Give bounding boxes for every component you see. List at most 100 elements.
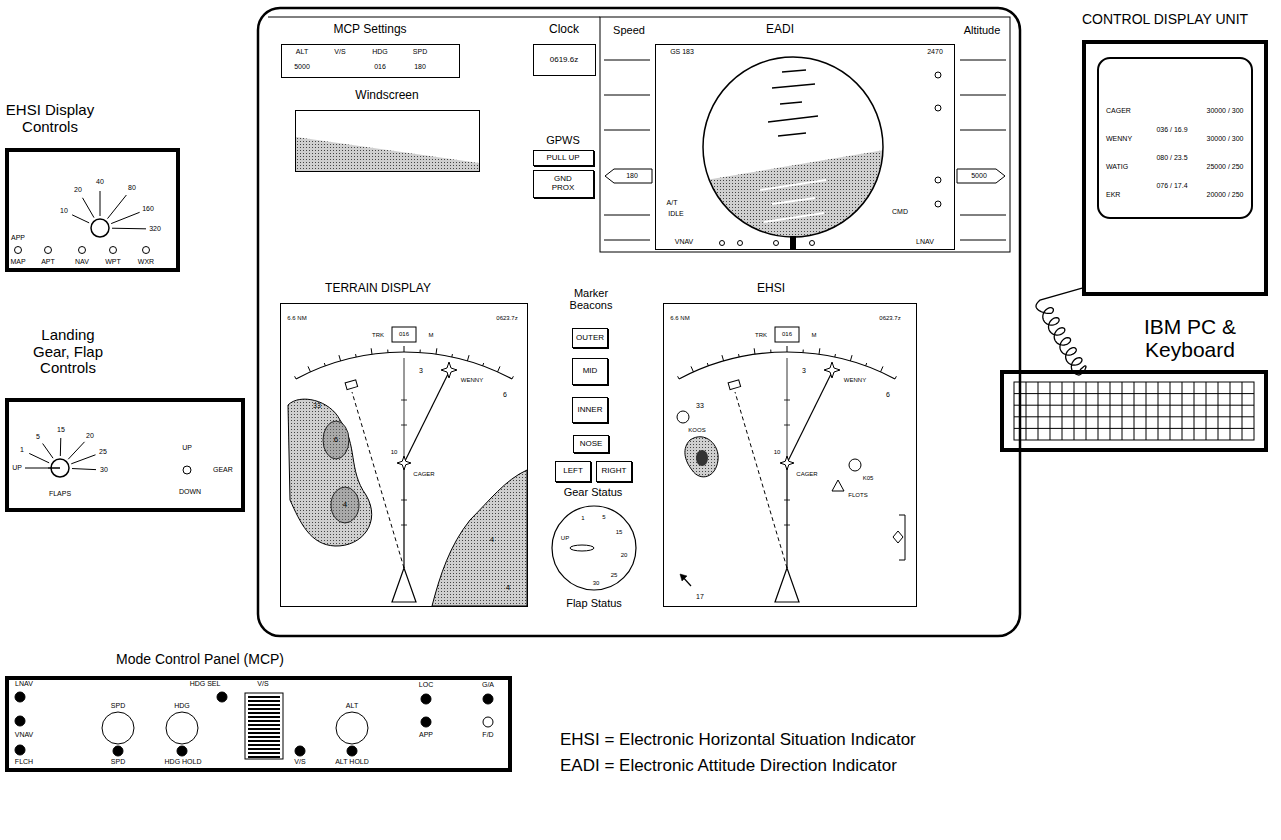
pitch-line: [782, 70, 806, 72]
localizer-dot: [738, 241, 743, 246]
instrument-label: 160: [142, 205, 154, 213]
instrument-label: ALT: [346, 702, 358, 710]
box-heading: Clock: [549, 23, 579, 36]
instrument-label: F/D: [482, 731, 493, 739]
display-panel: [258, 8, 1020, 636]
instrument-label: CAGER: [413, 471, 434, 478]
compass-tick: [738, 354, 740, 357]
instrument-label: GEAR: [213, 466, 233, 474]
key-column: [1038, 382, 1039, 440]
instrument-label: WXR: [138, 258, 154, 266]
localizer-dot: [810, 241, 815, 246]
instrument-label: 20000 / 250: [1207, 191, 1244, 199]
knob-spoke: [71, 455, 95, 464]
instrument-label: 4: [506, 584, 510, 593]
instrument-label: 10: [391, 449, 398, 456]
instrument-label: FLAPS: [49, 490, 71, 498]
instrument-label: FLCH: [15, 758, 33, 766]
key-column: [1242, 382, 1243, 440]
warning-button: GND PROX: [533, 170, 594, 198]
instrument-label: TRK: [755, 332, 767, 339]
instrument-label: 5: [36, 433, 40, 441]
control-panel: Landing Gear, Flap Controls: [5, 398, 245, 512]
key-column: [1026, 382, 1027, 440]
cable: [1036, 288, 1086, 375]
altitude-tape-tick: [960, 60, 1006, 61]
vs-wheel-ridge: [248, 696, 280, 698]
compass-tick: [881, 366, 883, 371]
clock-box: Clock0619.6z: [533, 44, 596, 76]
instrument-label: V/S: [334, 48, 345, 56]
instrument-label: GS 183: [670, 48, 694, 56]
knob-spoke: [111, 212, 139, 223]
vs-wheel-ridge: [248, 736, 280, 738]
knob-spoke: [68, 442, 84, 459]
instrument-label: APP: [11, 234, 25, 242]
caption-label: EADI = Electronic Attitude Direction Ind…: [560, 757, 897, 776]
knob-spoke: [112, 228, 146, 230]
windscreen-box: Windscreen: [295, 110, 480, 172]
key-column: [1134, 382, 1135, 440]
range-tick: [401, 425, 407, 426]
compass-tick: [754, 348, 756, 354]
indicator-light: [113, 746, 123, 756]
box-text: GND PROX: [548, 175, 578, 193]
instrument-label: 1: [20, 446, 24, 454]
compass-tick: [371, 348, 373, 354]
instrument-label: 33: [696, 402, 704, 410]
vs-wheel-ridge: [248, 704, 280, 706]
indicator-light: [217, 692, 227, 702]
instrument-label: 0623.7z: [879, 315, 900, 322]
aircraft-symbol: [392, 568, 416, 602]
instrument-label: 40: [96, 178, 104, 186]
pitch-line-ground: [764, 213, 824, 222]
altitude-pointer: [957, 169, 1005, 183]
heading-line: [735, 392, 787, 568]
gear-switch: [183, 466, 191, 474]
attitude-ball-outline: [703, 57, 883, 237]
key-column: [1086, 382, 1087, 440]
instrument-label: UP: [182, 444, 192, 452]
key-column: [1230, 382, 1231, 440]
box-text: RIGHT: [602, 467, 627, 476]
instrument-label: 016: [782, 331, 792, 338]
instrument-label: HDG: [174, 702, 190, 710]
instrument-label: 016: [399, 331, 409, 338]
box-text: LEFT: [563, 467, 583, 476]
box-heading: Mode Control Panel (MCP): [116, 652, 284, 667]
panel-divider: [268, 17, 600, 18]
track-box: [775, 327, 799, 342]
instrument-label: VNAV: [675, 238, 694, 246]
mode-switch: [79, 247, 86, 254]
vs-wheel-ridge: [248, 720, 280, 722]
box-heading: EHSI Display Controls: [0, 102, 100, 135]
altitude-tape-tick: [960, 215, 1006, 216]
glideslope-dot: [935, 177, 941, 183]
caption-label: Altitude: [964, 24, 1001, 36]
route-line: [404, 372, 449, 463]
deviation-scale: [899, 515, 905, 516]
navaid-symbol: [832, 480, 844, 491]
indicator-light: [177, 746, 187, 756]
range-tick: [401, 400, 407, 401]
instrument-label: WENNY: [1106, 135, 1132, 143]
instrument-label: CMD: [892, 208, 908, 216]
knob-spoke: [60, 438, 61, 456]
vs-wheel-ridge: [248, 700, 280, 702]
compass-tick: [355, 354, 357, 357]
instrument-label: 15: [616, 529, 623, 536]
key-column: [1146, 382, 1147, 440]
instrument-label: 30: [100, 466, 108, 474]
instrument-label: UP: [561, 535, 569, 542]
gear-light: NOSE: [573, 435, 609, 453]
selector-knob: [336, 712, 368, 744]
range-tick: [784, 425, 790, 426]
instrument-label: 25000 / 250: [1207, 163, 1244, 171]
keyboard: IBM PC & Keyboard: [1000, 370, 1268, 452]
glideslope-dot: [935, 105, 941, 111]
instrument-label: 10: [774, 449, 781, 456]
attitude-display: EADI: [655, 44, 955, 250]
instrument-label: EKR: [1106, 191, 1120, 199]
heading-line: [352, 392, 404, 568]
